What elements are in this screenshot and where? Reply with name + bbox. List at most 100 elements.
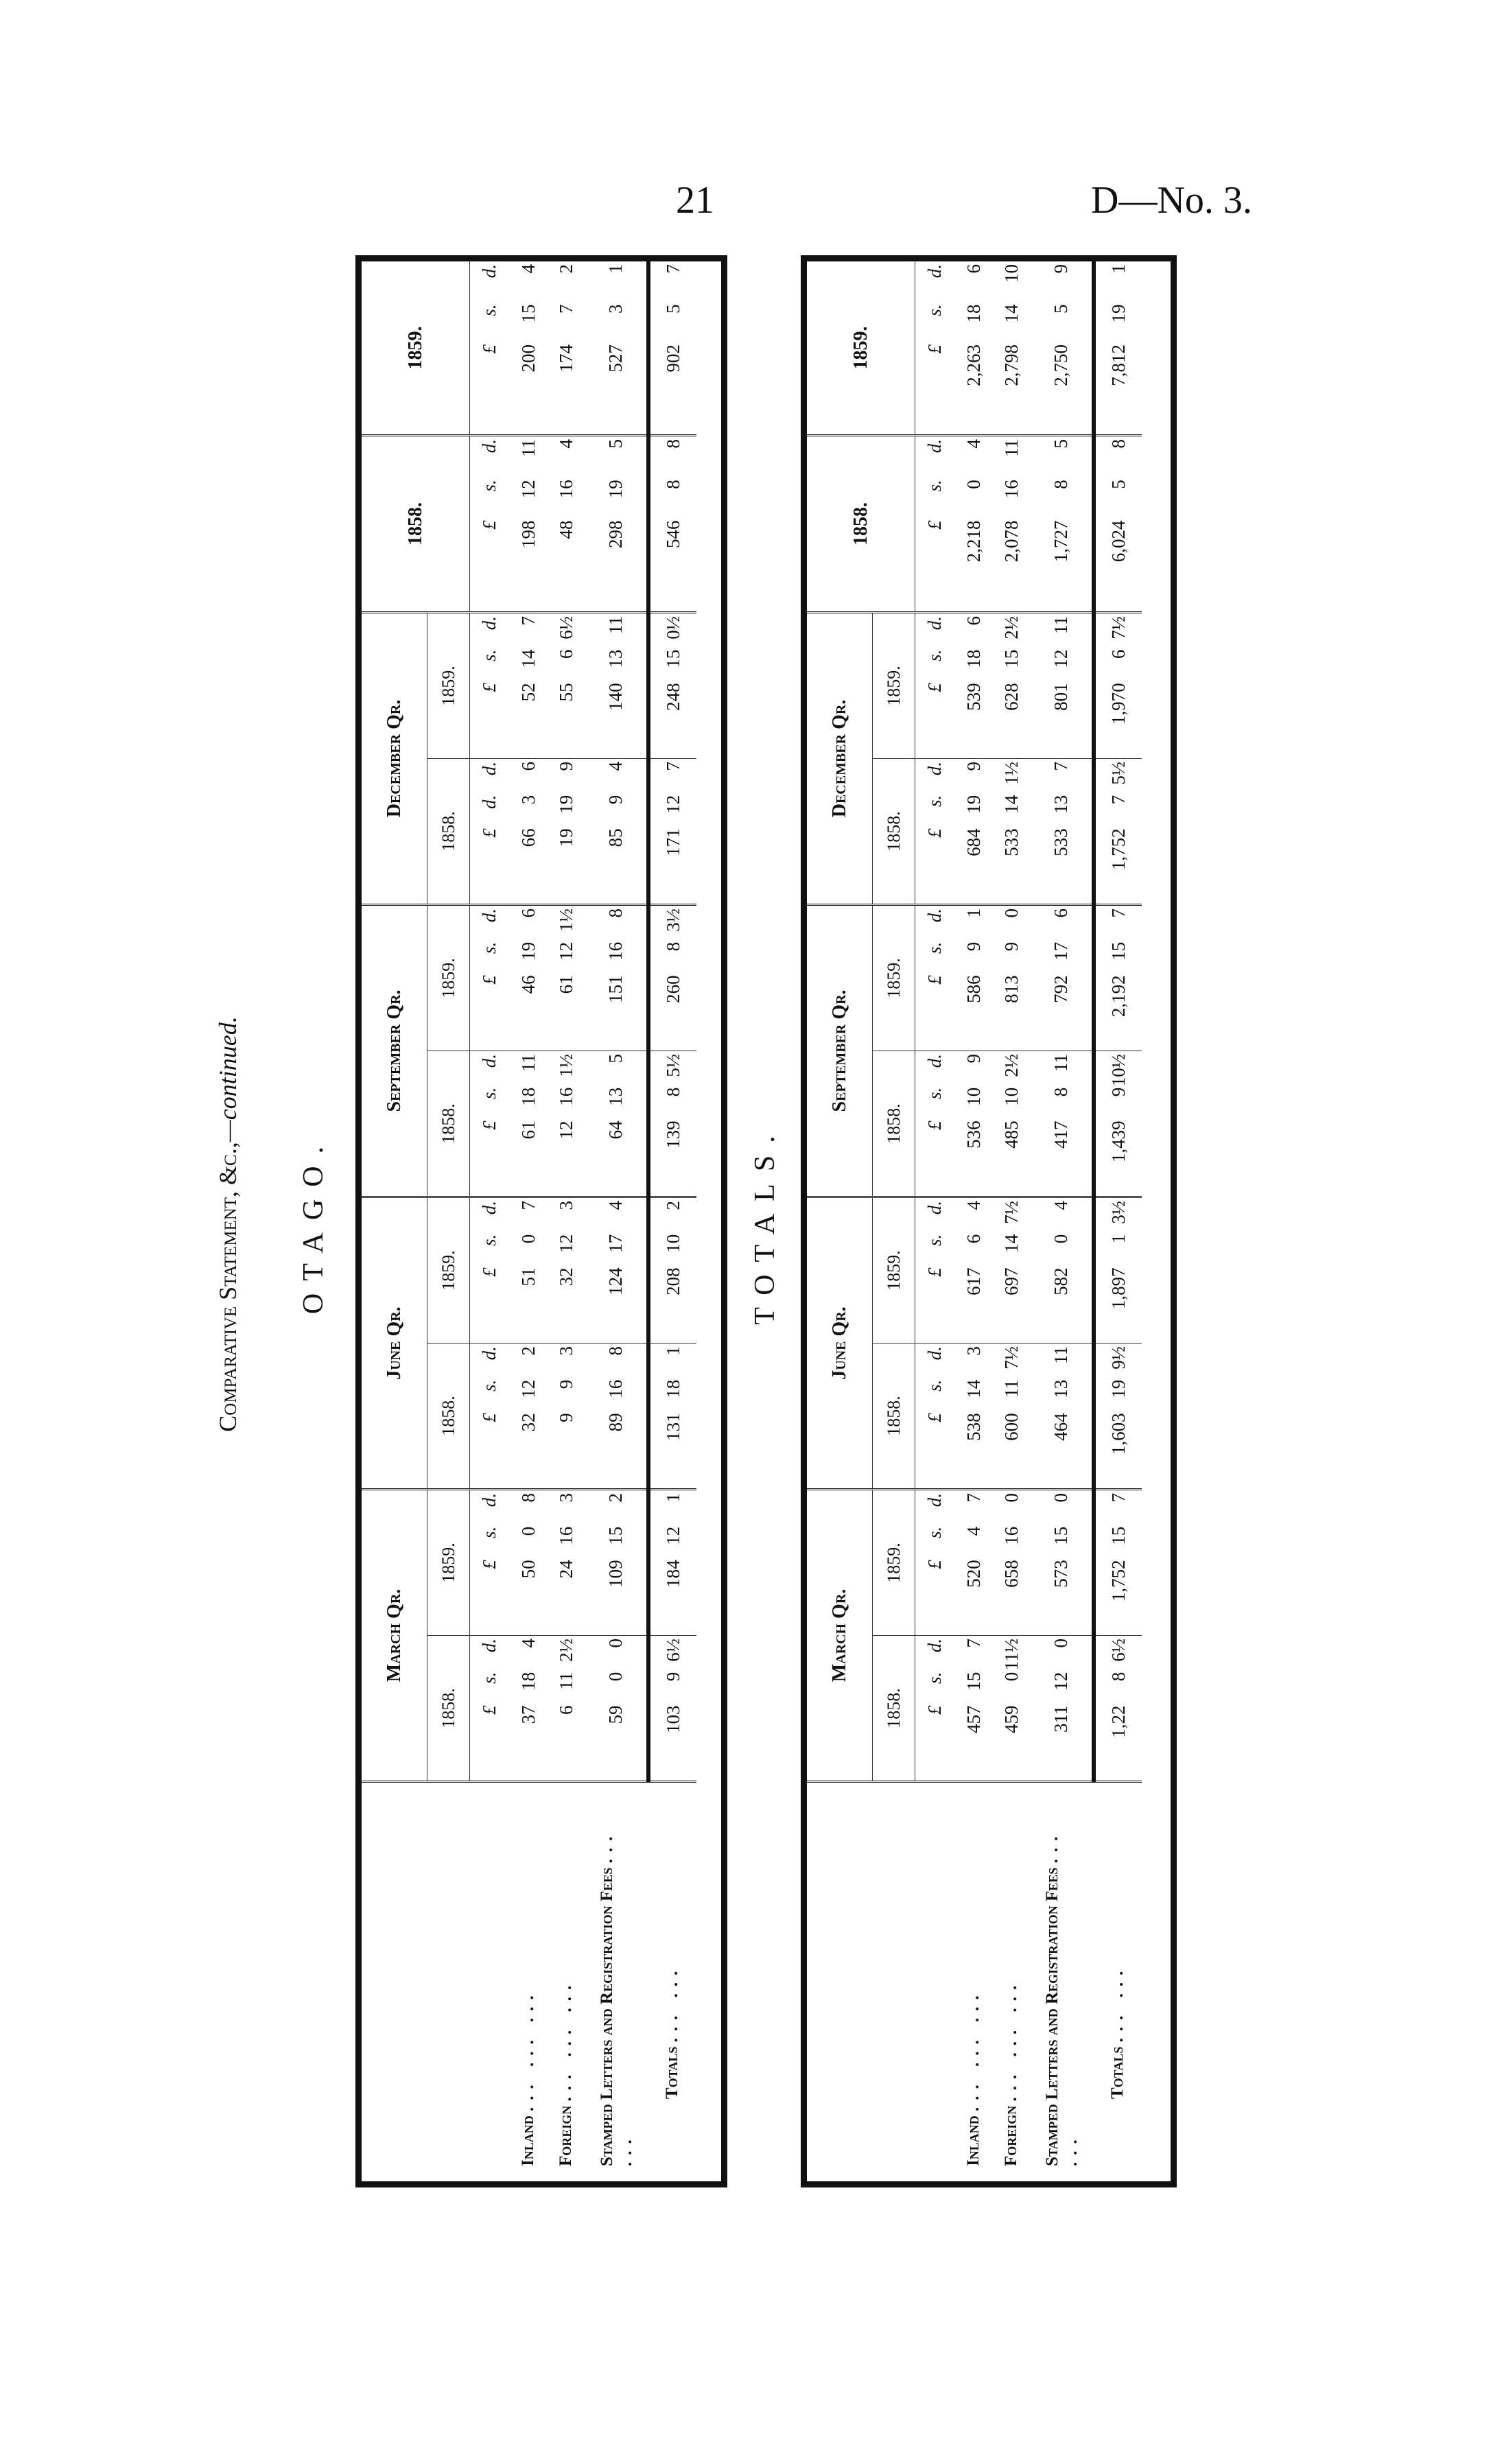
- shillings-value: 8: [662, 941, 683, 952]
- year-header: 1858.: [427, 1051, 470, 1197]
- pounds-value: 61: [555, 975, 576, 994]
- shillings-value: 0: [604, 1671, 626, 1682]
- shillings-value: 16: [1000, 480, 1022, 499]
- row-label: Stamped Letters and Registration Fees: [1042, 1867, 1061, 2166]
- units-header: £s.d.: [469, 435, 510, 613]
- shillings-value: 5: [1107, 480, 1129, 489]
- shillings-value: 3: [517, 795, 539, 805]
- unit-pence: d.: [924, 263, 946, 279]
- year-header: 1858.: [427, 1635, 470, 1782]
- shillings-value: 18: [517, 1671, 539, 1691]
- unit-pounds: £: [479, 1413, 500, 1422]
- pounds-value: 520: [963, 1560, 984, 1588]
- shillings-value: 16: [555, 1526, 576, 1545]
- shillings-value: 13: [604, 649, 626, 668]
- unit-shillings: s.: [479, 649, 500, 661]
- pounds-value: 184: [662, 1560, 683, 1588]
- unit-shillings: s.: [924, 1234, 946, 1246]
- pence-value: 4: [555, 438, 576, 449]
- pence-value: 8: [1107, 438, 1129, 449]
- units-triplet: £s.d.: [924, 1639, 946, 1778]
- unit-shillings: s.: [924, 1671, 946, 1684]
- pounds-value: 55: [555, 683, 576, 702]
- pence-value: 8: [662, 438, 683, 449]
- unit-shillings: s.: [479, 1526, 500, 1538]
- unit-pence: d.: [479, 1200, 500, 1215]
- units-triplet: £s.d.: [479, 1054, 500, 1193]
- pounds-value: 2,218: [963, 520, 984, 563]
- unit-pence: d.: [479, 1053, 500, 1068]
- pence-value: 11: [1050, 1346, 1071, 1364]
- pounds-value: 792: [1050, 975, 1071, 1003]
- units-header: £s.d.: [915, 1343, 955, 1490]
- pounds-value: 151: [604, 975, 626, 1003]
- pence-value: 5: [1050, 438, 1071, 449]
- row-label: Foreign: [556, 2105, 575, 2166]
- unit-pounds: £: [924, 1705, 946, 1715]
- pence-value: 7½: [1000, 1200, 1022, 1224]
- pounds-value: 7,812: [1107, 344, 1129, 386]
- pence-value: 11: [1050, 615, 1071, 634]
- shillings-value: 15: [1107, 1526, 1129, 1545]
- unit-shillings: s.: [924, 1526, 946, 1538]
- quarter-header: March Qr.: [358, 1489, 427, 1782]
- pence-value: 6: [517, 761, 539, 771]
- row-label: Totals: [1107, 2046, 1127, 2099]
- shillings-value: 9: [662, 1671, 683, 1682]
- units-header: £s.d.: [915, 758, 955, 905]
- units-triplet: £s.d.: [924, 264, 946, 432]
- pence-value: 3: [555, 1492, 576, 1503]
- units-header: £s.d.: [915, 1489, 955, 1636]
- pounds-value: 208: [662, 1267, 683, 1295]
- pence-value: 1½: [1000, 761, 1022, 785]
- unit-pence: d.: [479, 908, 500, 923]
- unit-shillings: s.: [479, 941, 500, 954]
- shillings-value: 15: [1050, 1526, 1071, 1545]
- unit-pence: d.: [479, 438, 500, 454]
- unit-pounds: £: [479, 1120, 500, 1130]
- pence-value: 3: [555, 1200, 576, 1210]
- pence-value: 2½: [1000, 615, 1022, 640]
- shillings-value: 15: [604, 1526, 626, 1545]
- row-label: Inland: [519, 2115, 537, 2166]
- shillings-value: 12: [517, 1379, 539, 1398]
- pounds-value: 37: [517, 1705, 539, 1724]
- unit-pounds: £: [924, 344, 946, 354]
- pence-value: 0: [1050, 1492, 1071, 1503]
- unit-pence: d.: [924, 615, 946, 631]
- pence-value: 5½: [662, 1053, 683, 1077]
- quarter-header-row: March Qr.June Qr.September Qr.December Q…: [803, 258, 955, 2185]
- pounds-value: 89: [604, 1413, 626, 1432]
- pence-value: 7: [662, 263, 683, 274]
